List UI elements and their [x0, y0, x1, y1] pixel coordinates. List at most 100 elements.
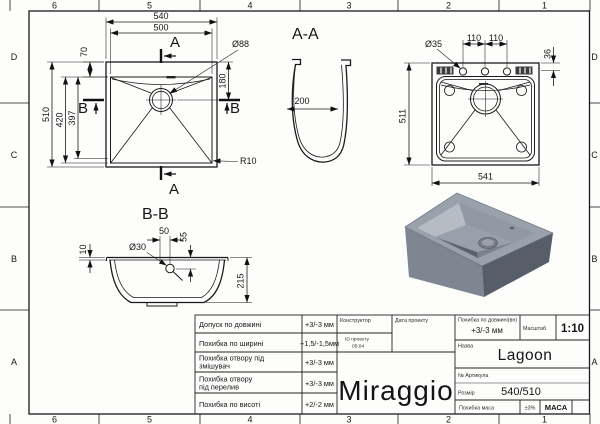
svg-text:B: B: [230, 100, 240, 117]
drain-3d-inner: [482, 239, 494, 246]
aa-profile: [291, 58, 352, 163]
title-block-grid: [194, 314, 590, 415]
svg-text:215: 215: [236, 273, 246, 288]
zone-row-left-c: C: [11, 150, 18, 160]
zone-row-right-d: D: [591, 52, 598, 62]
dim-541: 541: [431, 167, 540, 186]
product-name: Lagoon: [498, 347, 553, 364]
svg-text:55: 55: [179, 232, 189, 242]
sink-outline: [105, 61, 218, 168]
faucet-hole-2: [480, 67, 490, 76]
tolerance-label: Похибка по висоті: [199, 400, 261, 409]
dim-110-110: 110 110: [462, 33, 508, 67]
bowl-wall-left: [417, 203, 466, 237]
tolerance-label-line2: змішувач: [199, 362, 230, 371]
mass-label: МАСА: [545, 403, 568, 412]
svg-text:420: 420: [55, 112, 65, 127]
zone-col-bottom-4: 4: [247, 415, 252, 424]
zone-col-bottom-6: 6: [52, 415, 57, 424]
svg-text:110: 110: [467, 33, 481, 43]
svg-text:A: A: [170, 34, 180, 51]
tolerance-label: Допуск по довжині: [199, 320, 262, 329]
mass-tolerance-value: ±3%: [525, 406, 536, 412]
render-3d: [404, 192, 554, 297]
svg-text:Ø30: Ø30: [129, 242, 146, 252]
svg-text:110: 110: [489, 33, 503, 43]
dim-30: Ø30: [129, 242, 167, 266]
svg-text:500: 500: [153, 23, 168, 33]
project-id-label: ID проекту: [345, 337, 370, 343]
section-bb-title: B-B: [142, 206, 169, 223]
faucet-hole-3: [502, 67, 512, 76]
zone-row-right-c: C: [591, 150, 598, 160]
svg-text:200: 200: [294, 96, 309, 106]
dim-drain-88: Ø88: [169, 39, 249, 94]
svg-text:541: 541: [478, 172, 493, 182]
zone-col-top-2: 2: [446, 1, 451, 11]
section-aa: A-A 200: [287, 26, 560, 186]
overflow-3d: [509, 226, 515, 230]
zone-col-bottom-1: 1: [542, 415, 547, 424]
article-label: № Артикула: [458, 373, 488, 379]
svg-text:Ø88: Ø88: [232, 39, 249, 49]
zone-row-left-d: D: [11, 52, 18, 62]
dim-540: 540: [105, 11, 218, 59]
dim-36: 36: [541, 47, 560, 86]
svg-text:50: 50: [159, 226, 169, 236]
brand-logo: Miraggio: [338, 375, 453, 406]
svg-text:Ø35: Ø35: [425, 39, 442, 49]
zone-col-top-3: 3: [346, 1, 351, 11]
bowl-outline: [110, 76, 213, 164]
tolerance-value: +2/-2 мм: [305, 400, 334, 409]
dim-180: 180: [177, 61, 233, 101]
zone-col-top-4: 4: [247, 1, 252, 11]
svg-text:540: 540: [153, 11, 168, 21]
tolerance-value: +3/-3 мм: [305, 358, 334, 367]
svg-text:A: A: [169, 181, 179, 198]
section-bb: B-B Ø30 50 55: [78, 206, 252, 307]
svg-text:70: 70: [79, 47, 89, 57]
tolerance-label: Похибка отвору: [199, 375, 253, 384]
tolerance-label: Похибка по ширині: [199, 339, 264, 348]
zone-row-right-a: A: [591, 357, 597, 367]
zone-row-right-b: B: [591, 254, 597, 264]
zone-col-bottom-3: 3: [346, 415, 351, 424]
size-label: Розмір: [458, 391, 475, 397]
sink-front-face: [405, 227, 484, 297]
mount-pad-right: [515, 66, 533, 75]
sink-right-face: [482, 233, 553, 297]
dim-420: 420: [55, 76, 108, 164]
zone-col-bottom-2: 2: [446, 415, 451, 424]
svg-text:397: 397: [67, 110, 77, 125]
svg-text:B: B: [78, 100, 88, 117]
dim-50: 50: [147, 226, 183, 264]
tolerance-value: +1,5/-1,5мм: [300, 339, 339, 348]
svg-text:510: 510: [41, 107, 51, 122]
scale-value: 1:10: [561, 323, 584, 335]
section-aa-title: A-A: [292, 26, 319, 43]
dim-500: 500: [110, 23, 213, 74]
faucet-hole-1: [458, 67, 468, 76]
svg-text:10: 10: [78, 244, 88, 254]
tolerance-value: +3/-3 мм: [305, 379, 334, 388]
dim-35: Ø35: [425, 39, 461, 69]
mass-tolerance-label: Похибка маса: [459, 406, 494, 412]
bowl-wall-front: [417, 228, 478, 258]
length-tolerance-value: +3/-3 мм: [471, 326, 503, 335]
dim-200: 200: [287, 96, 338, 112]
project-id-value: 05.04: [352, 344, 365, 350]
tolerance-label-line2: під перелив: [199, 383, 239, 392]
mount-pad-left: [436, 66, 454, 75]
project-date-label: Дата проекту: [395, 318, 428, 324]
tolerance-label: Похибка отвору під: [199, 354, 265, 363]
zone-col-bottom-5: 5: [147, 415, 152, 424]
scale-label: Масштаб: [523, 326, 546, 332]
bowl-wall-back: [459, 203, 535, 242]
dim-215: 215: [206, 257, 252, 303]
dim-510: 510: [41, 61, 104, 168]
size-value: 540/510: [501, 386, 541, 398]
zone-col-top-5: 5: [147, 1, 152, 11]
dim-397: 397: [67, 77, 108, 159]
